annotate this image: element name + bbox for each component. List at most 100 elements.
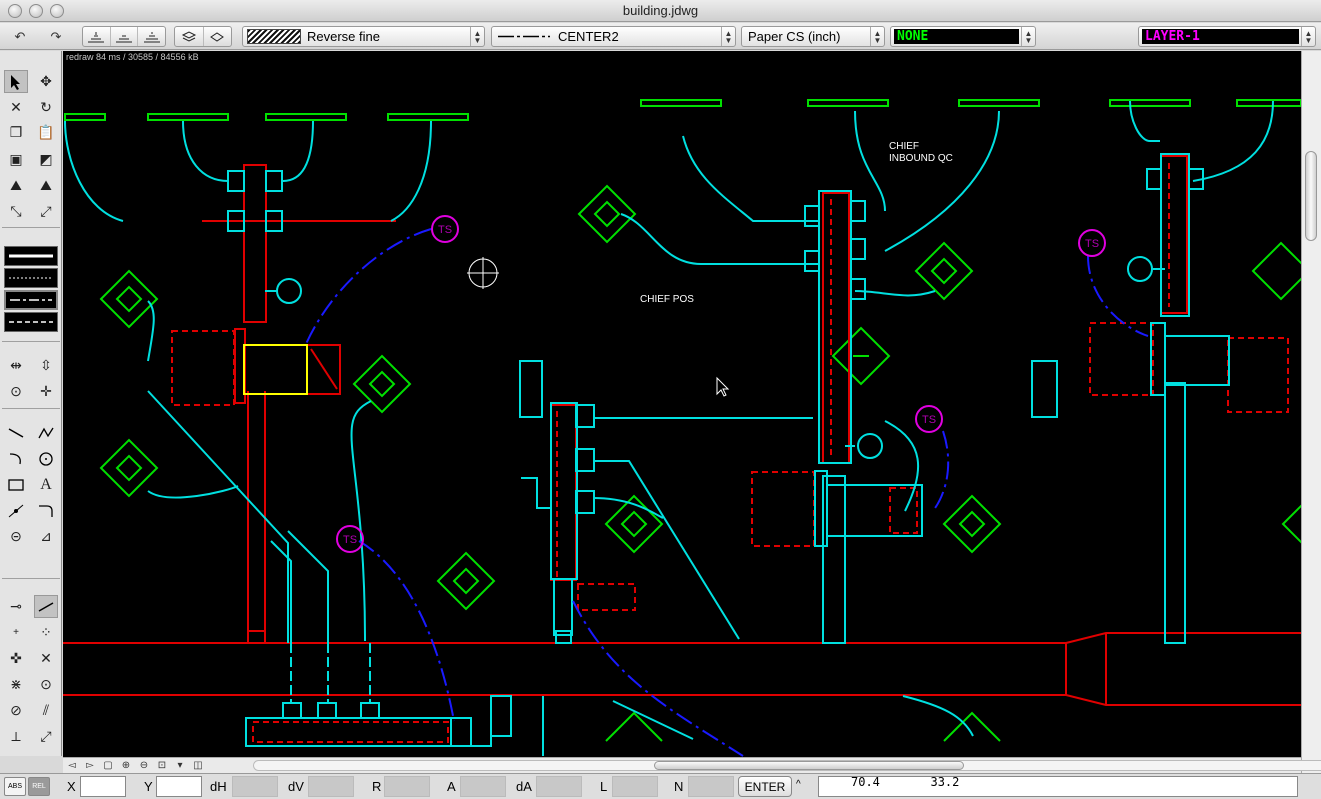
abs-toggle[interactable]: ABS <box>4 777 26 796</box>
snap-grid-icon[interactable] <box>83 27 111 46</box>
l-field[interactable] <box>612 776 658 797</box>
snap-tangent-icon[interactable]: ⊘ <box>10 702 22 718</box>
linetype-label: CENTER2 <box>558 29 619 44</box>
rectangle-tool-icon[interactable] <box>4 473 28 496</box>
line-thick-button[interactable] <box>4 246 58 266</box>
x-field[interactable] <box>80 776 126 797</box>
l-label: L <box>600 779 608 794</box>
line-dashed-button[interactable] <box>4 268 58 288</box>
n-field[interactable] <box>688 776 734 797</box>
vertical-scroll-thumb[interactable] <box>1305 151 1317 241</box>
paste-icon[interactable]: 📋 <box>37 124 55 140</box>
select-rotate-icon[interactable]: ↻ <box>40 99 52 115</box>
readout-x: 70.4 <box>851 775 880 789</box>
block-icon[interactable]: ▣ <box>9 151 23 167</box>
hatch-pattern-select[interactable]: Reverse fine ▲▼ <box>242 26 485 47</box>
edit-block-icon[interactable]: ◩ <box>39 151 53 167</box>
prev-page-icon[interactable]: ◅ <box>68 760 76 771</box>
arc-tool-icon[interactable] <box>4 447 28 470</box>
next-page-icon[interactable]: ▻ <box>86 760 94 771</box>
y-field[interactable] <box>156 776 202 797</box>
readout-y: 33.2 <box>930 775 960 789</box>
drawing-canvas[interactable]: redraw 84 ms / 30585 / 84556 kB <box>63 51 1301 757</box>
snap-center-icon[interactable]: ⊙ <box>40 676 52 692</box>
zoom-window-button[interactable] <box>50 4 64 18</box>
layer-diamond-icon[interactable] <box>204 27 232 46</box>
color-select[interactable]: NONE ▲▼ <box>890 26 1036 47</box>
zoom-in-icon[interactable]: ⊕ <box>121 760 131 771</box>
copy-icon[interactable]: ❐ <box>9 124 23 140</box>
label-chief-pos: CHIEF POS <box>640 294 694 305</box>
dv-field[interactable] <box>308 776 354 797</box>
layers-icon[interactable] <box>175 27 204 46</box>
layer-select[interactable]: LAYER-1 ▲▼ <box>1138 26 1316 47</box>
cursor-coordinates-readout: 70.4 33.2 <box>818 776 1298 797</box>
color-label: NONE <box>894 29 1019 44</box>
snap-free-icon[interactable]: + <box>13 627 19 638</box>
snap-mid-icon[interactable] <box>111 27 139 46</box>
snap-endpoint-icon[interactable]: ✜ <box>10 650 22 666</box>
dim-radius-icon[interactable]: ⊙ <box>10 383 22 399</box>
offset-tool-icon[interactable]: ⊝ <box>10 528 22 544</box>
select-arrow-icon[interactable] <box>4 70 28 93</box>
dim-vertical-icon[interactable]: ⇳ <box>40 357 52 373</box>
layer-tools-group <box>174 26 232 47</box>
enter-button[interactable]: ENTER <box>738 776 792 797</box>
point-tool-icon[interactable] <box>4 499 28 522</box>
rel-toggle[interactable]: REL <box>28 777 50 796</box>
r-label: R <box>372 779 382 794</box>
undo-icon[interactable]: ↶ <box>14 28 26 44</box>
snap-group <box>82 26 166 47</box>
snap-end-icon[interactable] <box>138 27 165 46</box>
circle-tool-icon[interactable] <box>34 447 58 470</box>
dh-field[interactable] <box>232 776 278 797</box>
snap-toggle-icon[interactable]: ⊸ <box>10 598 22 614</box>
line-tool-icon[interactable] <box>4 421 28 444</box>
snap-midpoint-icon[interactable]: ⋇ <box>10 676 22 692</box>
stack-alt-icon[interactable]: ⛰ <box>40 177 52 193</box>
hatch-pattern-label: Reverse fine <box>307 29 380 44</box>
split-view-icon[interactable]: ◫ <box>193 760 203 771</box>
da-label: dA <box>516 779 532 794</box>
horizontal-scroll-thumb[interactable] <box>654 761 964 770</box>
snap-parallel-icon[interactable]: ⫽ <box>42 702 50 718</box>
chamfer-tool-icon[interactable]: ⊿ <box>40 528 52 544</box>
da-field[interactable] <box>536 776 582 797</box>
toolbar: ↶ ↷ Reverse fine ▲▼ CENTER2 ▲▼ Paper CS … <box>0 23 1321 50</box>
up-caret-icon[interactable]: ^ <box>796 779 801 790</box>
updown-arrow-icon: ▲▼ <box>870 27 884 46</box>
snap-perpendicular-icon[interactable]: ⟂ <box>11 728 21 744</box>
vertical-scrollbar[interactable] <box>1301 51 1321 776</box>
shrink-icon[interactable]: ⤡ <box>10 203 22 219</box>
zoom-window-icon[interactable]: ⊡ <box>157 760 167 771</box>
updown-arrow-icon: ▲▼ <box>1021 27 1035 46</box>
r-field[interactable] <box>384 776 430 797</box>
zoom-out-icon[interactable]: ⊖ <box>139 760 149 771</box>
minimize-window-button[interactable] <box>29 4 43 18</box>
line-hidden-button[interactable] <box>4 312 58 332</box>
expand-icon[interactable]: ⤢ <box>40 203 52 219</box>
coordinate-system-select[interactable]: Paper CS (inch) ▲▼ <box>741 26 885 47</box>
polyline-tool-icon[interactable] <box>34 421 58 444</box>
close-window-button[interactable] <box>8 4 22 18</box>
page-navigation: ◅ ▻ ▢ ⊕ ⊖ ⊡ ▾ ◫ <box>63 757 1321 773</box>
horizontal-scrollbar[interactable] <box>253 760 1321 771</box>
snap-line-icon[interactable] <box>34 595 58 618</box>
fillet-tool-icon[interactable] <box>34 499 58 522</box>
linetype-select[interactable]: CENTER2 ▲▼ <box>491 26 736 47</box>
move-icon[interactable]: ✥ <box>40 73 52 89</box>
redo-icon[interactable]: ↷ <box>50 28 62 44</box>
text-tool-icon[interactable]: A <box>40 475 52 493</box>
delete-icon[interactable]: ✕ <box>10 99 22 115</box>
dim-point-icon[interactable]: ✛ <box>40 383 52 399</box>
a-field[interactable] <box>460 776 506 797</box>
stack-icon[interactable]: ⛰ <box>10 177 22 193</box>
line-center-button[interactable] <box>4 290 58 310</box>
snap-intersection-icon[interactable]: ✕ <box>40 650 52 666</box>
page-icon[interactable]: ▢ <box>103 760 113 771</box>
zoom-menu-icon[interactable]: ▾ <box>177 760 183 771</box>
snap-distance-icon[interactable]: ⤢ <box>40 728 52 744</box>
dim-linear-icon[interactable]: ⇹ <box>10 357 22 373</box>
snap-grid-point-icon[interactable]: ⁘ <box>40 624 52 640</box>
ts-label: TS <box>922 414 936 426</box>
